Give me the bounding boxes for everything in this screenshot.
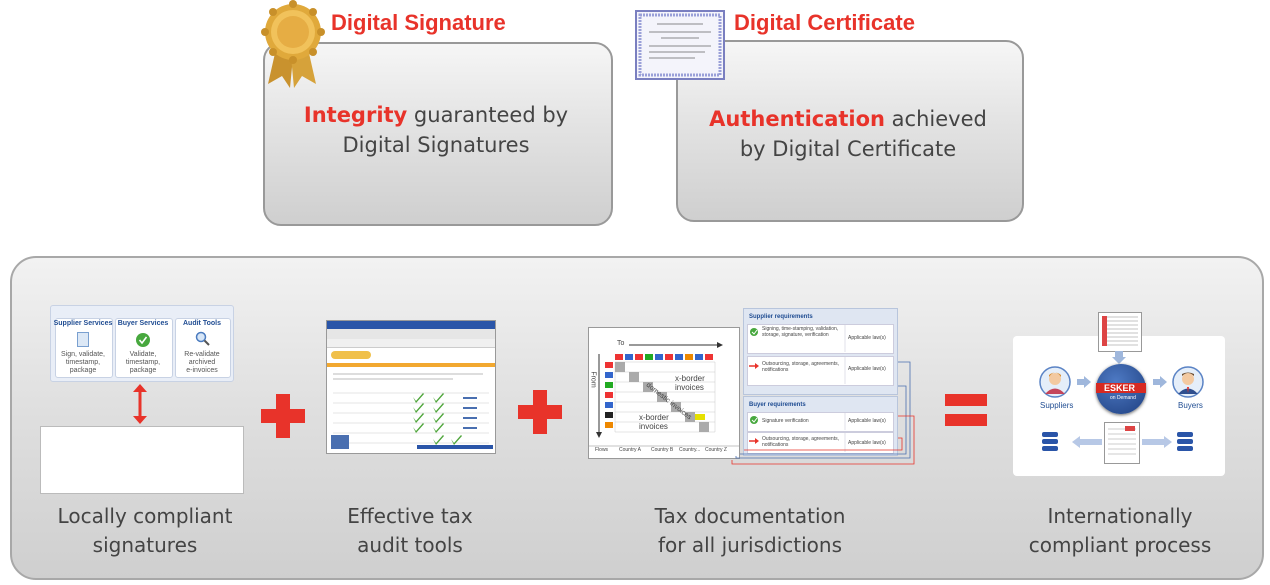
audit-tools-card (175, 318, 231, 378)
matrix-tab-country-a[interactable]: Country A (619, 447, 641, 453)
digital-signature-box (263, 42, 613, 226)
supplier-req-2-text: Outsourcing, storage, agreements, notifi… (762, 361, 839, 373)
matrix-from-label: From (589, 371, 597, 388)
esker-logo-subtext: on Demand (1110, 395, 1136, 401)
plus-icon (261, 394, 305, 438)
digital-certificate-title: Digital Certificate (734, 10, 915, 35)
supplier-req-1-law: Applicable law(s) (848, 335, 886, 341)
right-arrow-icon (1077, 376, 1091, 388)
matrix-tab-country-z[interactable]: Country Z (705, 447, 727, 453)
buyer-req-2-law: Applicable law(s) (848, 440, 886, 446)
matrix-tab-country-other[interactable]: Country... (679, 447, 701, 453)
equals-icon (945, 394, 987, 428)
requirements-connectors (731, 361, 915, 465)
buyer-avatar-icon (1172, 366, 1204, 398)
matrix-tab-country-b[interactable]: Country B (651, 447, 674, 453)
supplier-requirements-title: Supplier requirements (749, 314, 813, 320)
process-down-arrow (1112, 351, 1126, 364)
database-icon (1042, 432, 1058, 452)
esker-logo-bar (1096, 383, 1146, 393)
buyer-services-title: Buyer Services (117, 320, 169, 327)
digital-signature-title: Digital Signature (331, 10, 506, 35)
supplier-avatar-icon (1039, 366, 1071, 398)
invoice-document-icon (1104, 422, 1140, 464)
buyer-req-2-text: Outsourcing, storage, agreements, notifi… (762, 436, 839, 448)
check-icon (136, 332, 150, 347)
document-icon (77, 332, 89, 347)
buyers-label: Buyers (1178, 401, 1203, 410)
buyer-req-1-text: Signature verification (762, 418, 809, 424)
supplier-services-title: Supplier Services (53, 320, 113, 327)
audit-tools-title: Audit Tools (183, 320, 221, 327)
supplier-services-card (55, 318, 113, 378)
esker-logo-text: ESKER (1104, 383, 1136, 393)
authentication-rest: achieved (885, 107, 987, 131)
buyer-requirements-title: Buyer requirements (749, 402, 806, 408)
left-arrow-icon (1072, 436, 1102, 448)
digital-certificate-text: Authentication achieved by Digital Certi… (676, 104, 1020, 164)
buyer-services-card (115, 318, 173, 378)
integrity-rest: guaranteed by (407, 103, 569, 127)
buyer-services-desc: Validate,timestamp,package (125, 351, 161, 374)
audit-tool-screenshot (326, 320, 496, 454)
integrity-highlight: Integrity (303, 103, 408, 127)
authentication-line2: by Digital Certificate (739, 137, 957, 161)
matrix-to-label: To (617, 340, 625, 347)
authentication-highlight: Authentication (709, 107, 885, 131)
digital-signature-text: Integrity guaranteed by Digital Signatur… (263, 100, 609, 160)
right-arrow-icon (1153, 376, 1167, 388)
supplier-req-2-law: Applicable law(s) (848, 366, 886, 372)
award-ribbon-icon (258, 0, 328, 88)
supplier-req-1-text: Signing, time-stamping, validation, stor… (762, 326, 839, 338)
plus-icon (518, 390, 562, 434)
matrix-tab-flows[interactable]: Flows (595, 447, 609, 453)
magnifier-icon (195, 331, 210, 346)
database-icon (1177, 432, 1193, 452)
right-arrow-icon (1142, 436, 1172, 448)
requirements-panel: Supplier requirements Signing, time-stam… (743, 308, 898, 456)
buyer-req-1-law: Applicable law(s) (848, 418, 886, 424)
supplier-services-desc: Sign, validate,timestamp,package (61, 351, 105, 374)
blank-signature-box (40, 426, 244, 494)
invoice-list-thumbnail (1098, 312, 1142, 352)
digital-certificate-box (676, 40, 1024, 222)
double-arrow-icon (133, 384, 147, 424)
certificate-document-icon (635, 10, 725, 80)
suppliers-label: Suppliers (1040, 401, 1074, 410)
integrity-line2: Digital Signatures (342, 133, 530, 157)
